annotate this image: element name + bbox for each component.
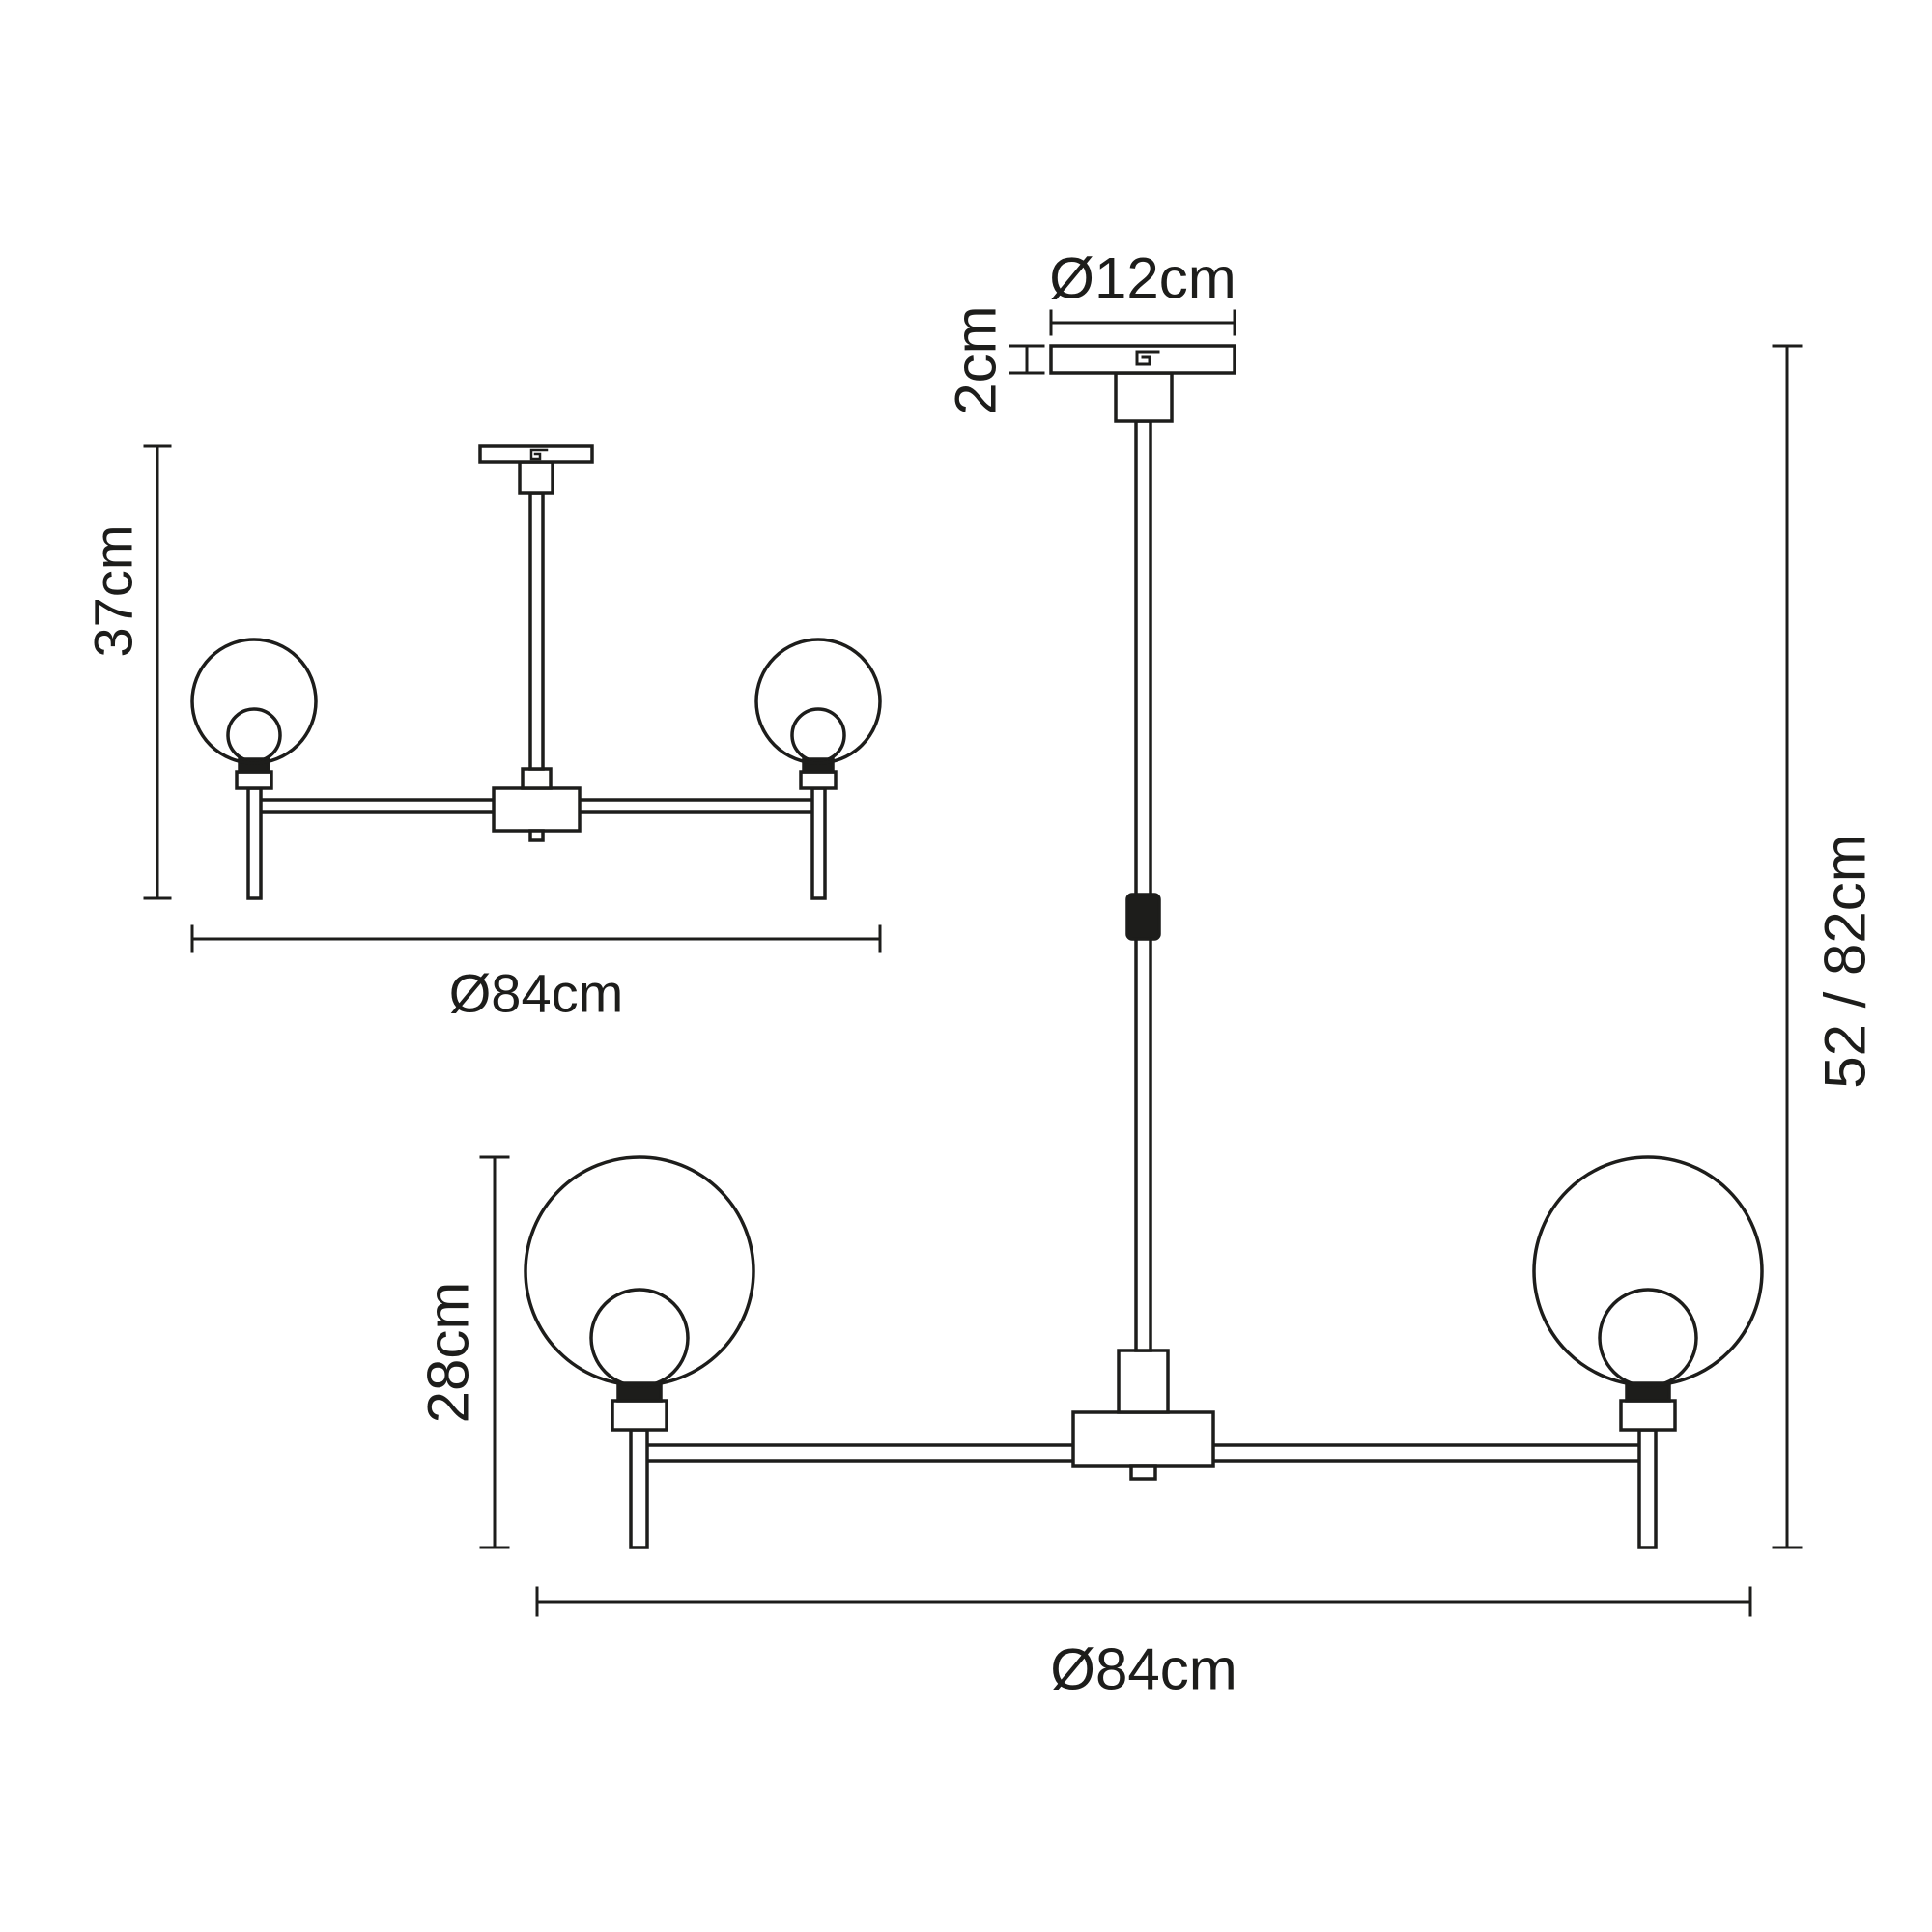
lamp-collar bbox=[235, 770, 273, 790]
lamp-rod bbox=[246, 786, 263, 900]
left-lamp bbox=[524, 1155, 755, 1549]
lamp-collar bbox=[611, 1399, 668, 1432]
mounting-hook-icon bbox=[1135, 350, 1160, 366]
dimension-drop bbox=[1772, 344, 1803, 1549]
stem-collar bbox=[1117, 1349, 1170, 1414]
globe-shade bbox=[1532, 1155, 1764, 1387]
dimension-height bbox=[143, 444, 172, 900]
canopy-height-label: 2cm bbox=[944, 305, 1009, 414]
hub-finial bbox=[1129, 1464, 1157, 1481]
globe-shade bbox=[190, 638, 318, 765]
inner-bulb bbox=[1598, 1288, 1698, 1388]
dimension-canopy-height bbox=[1009, 344, 1045, 375]
lamp-rod bbox=[1637, 1428, 1658, 1549]
lamp-collar bbox=[1619, 1399, 1677, 1432]
right-lamp bbox=[754, 638, 882, 900]
dimension-width bbox=[535, 1586, 1752, 1617]
center-hub bbox=[492, 786, 582, 833]
stem-adjuster-knob bbox=[1125, 893, 1161, 941]
compact-view-dimensions bbox=[143, 444, 882, 953]
lamp-rod bbox=[629, 1428, 649, 1549]
globe-shade bbox=[524, 1155, 755, 1387]
hub-finial bbox=[528, 829, 545, 842]
compact-view-drawing bbox=[190, 444, 882, 900]
stem-connector bbox=[1114, 371, 1174, 423]
dimension-canopy-diameter bbox=[1049, 309, 1236, 336]
inner-bulb bbox=[589, 1288, 690, 1388]
inner-bulb bbox=[226, 707, 282, 763]
canopy-diameter-label: Ø12cm bbox=[1049, 246, 1236, 311]
compact-diameter-label: Ø84cm bbox=[449, 963, 624, 1024]
body-height-label: 28cm bbox=[416, 1282, 481, 1424]
pendant-view-drawing bbox=[524, 344, 1764, 1549]
dimension-body-height bbox=[479, 1155, 510, 1549]
center-hub bbox=[1071, 1410, 1215, 1468]
compact-height-label: 37cm bbox=[83, 526, 144, 658]
lamp-socket-band bbox=[616, 1381, 663, 1403]
lamp-collar bbox=[799, 770, 838, 790]
globe-shade bbox=[754, 638, 882, 765]
inner-bulb bbox=[790, 707, 846, 763]
pendant-view-dimensions bbox=[479, 309, 1803, 1617]
pendant-diameter-label: Ø84cm bbox=[1050, 1637, 1236, 1702]
suspension-stem bbox=[528, 491, 545, 771]
lamp-socket-band bbox=[1625, 1381, 1671, 1403]
left-lamp bbox=[190, 638, 318, 900]
mounting-hook-icon bbox=[529, 448, 549, 461]
stem-collar bbox=[521, 767, 553, 790]
ceiling-plate bbox=[1049, 344, 1236, 375]
drop-range-label: 52 / 82cm bbox=[1813, 834, 1878, 1088]
suspension-stem bbox=[1134, 419, 1152, 1352]
right-lamp bbox=[1532, 1155, 1764, 1549]
lamp-rod bbox=[810, 786, 827, 900]
dimension-width bbox=[190, 924, 882, 953]
stem-connector bbox=[518, 460, 554, 495]
